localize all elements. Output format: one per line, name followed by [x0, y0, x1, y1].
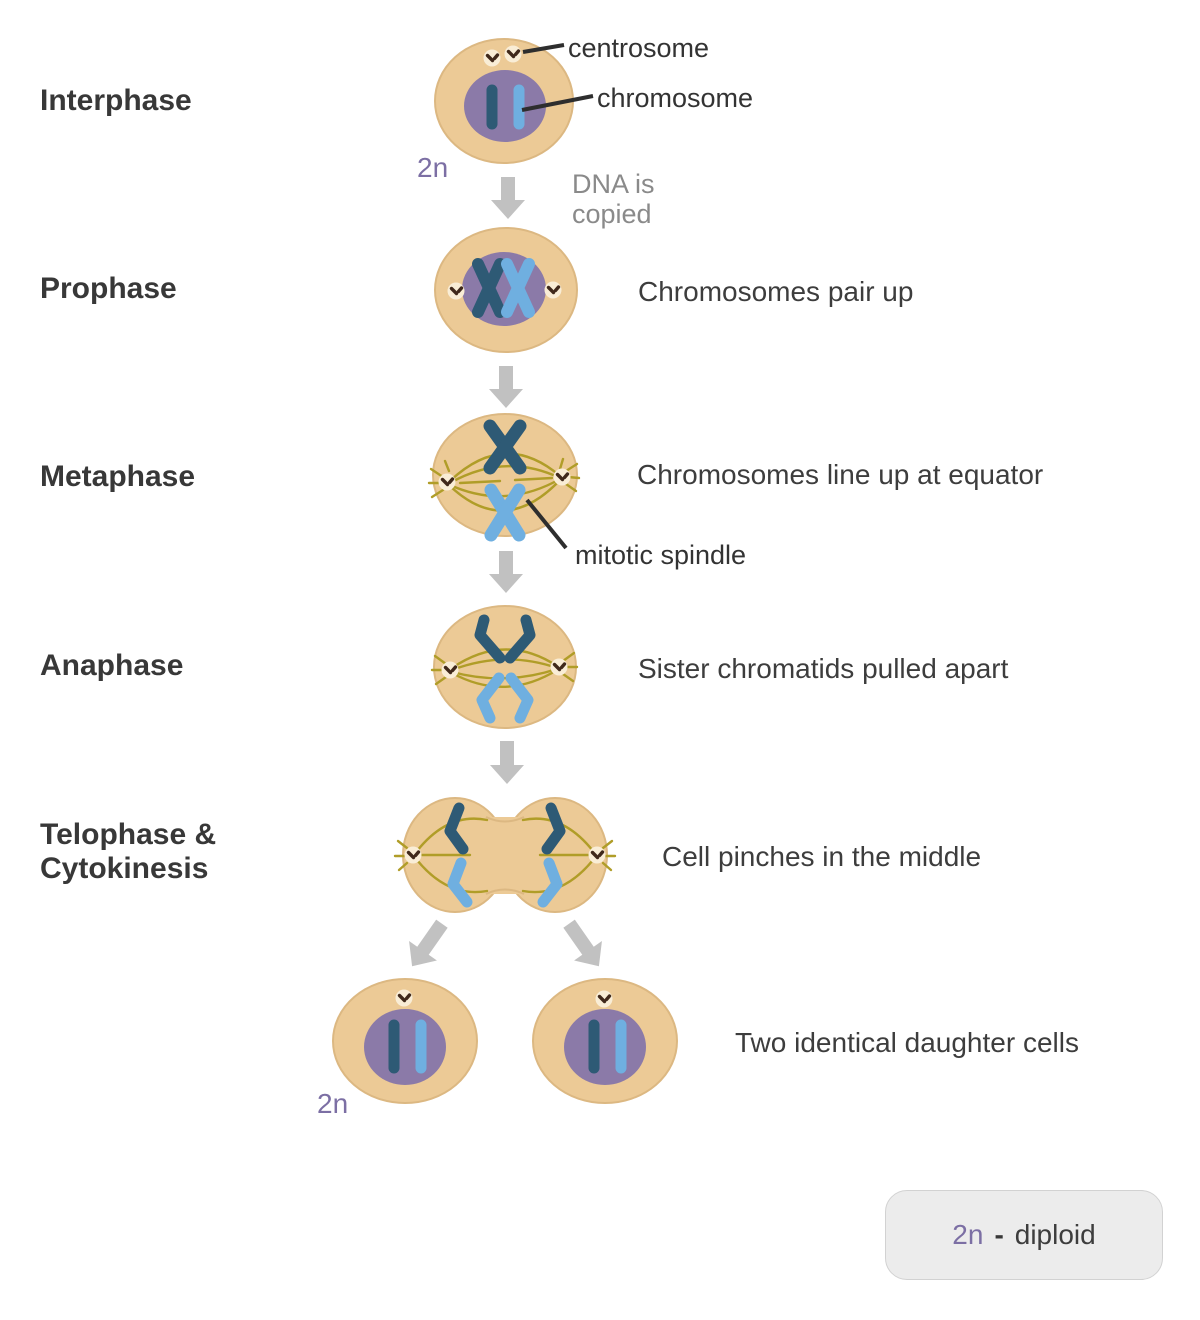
chromatid-dark: [504, 614, 536, 664]
centrosome-icon: [586, 844, 608, 866]
centrosome-icon: [502, 43, 524, 65]
chromosome-light: [501, 258, 535, 318]
chromosome-light: [484, 483, 526, 542]
nucleus: [564, 1009, 646, 1085]
dna-copied-line1: DNA is: [572, 169, 655, 199]
dna-copied-line2: copied: [572, 199, 652, 229]
legend-term: diploid: [1014, 1219, 1096, 1250]
cleavage-furrow: [487, 817, 523, 894]
centrosome-icon: [439, 659, 461, 681]
chromatid-dark: [444, 802, 469, 855]
stage-label-anaphase: Anaphase: [40, 649, 184, 682]
chromosome-dark: [472, 258, 506, 318]
cleavage-furrow: [485, 816, 525, 823]
stage-label-interphase: Interphase: [40, 84, 192, 117]
aster-rays: [393, 839, 617, 872]
chromatid-dark: [541, 802, 566, 855]
cleavage-furrow: [485, 888, 525, 895]
chromatid-light: [505, 672, 534, 724]
chromatid-dark: [474, 614, 506, 664]
daughter-cell-left-illustration: [332, 978, 478, 1104]
centrosome-icon: [548, 656, 570, 678]
cell-membrane: [432, 413, 578, 537]
description-anaphase: Sister chromatids pulled apart: [638, 653, 1009, 684]
ploidy-label-bottom: 2n: [317, 1088, 349, 1119]
telophase-cell-illustration: [393, 797, 617, 913]
centrosome-icon: [542, 279, 564, 301]
stage-label-telophase-line2: Cytokinesis: [40, 852, 209, 885]
description-prophase: Chromosomes pair up: [638, 276, 914, 307]
legend-symbol: 2n: [952, 1219, 984, 1250]
down-arrow-icon: [489, 551, 523, 593]
description-daughter-cells: Two identical daughter cells: [735, 1027, 1079, 1058]
prophase-cell-illustration: [434, 227, 578, 353]
metaphase-cell-illustration: [427, 413, 581, 542]
down-arrow-icon: [489, 366, 523, 408]
chromatid-light: [447, 857, 473, 908]
description-telophase: Cell pinches in the middle: [662, 841, 982, 872]
ploidy-label-top: 2n: [417, 152, 449, 183]
daughter-cell-right-illustration: [532, 978, 678, 1104]
centrosome-icon: [436, 471, 458, 493]
stage-label-telophase: Telophase & Cytokinesis: [40, 818, 216, 886]
centrosome-icon: [593, 988, 615, 1010]
stage-label-prophase: Prophase: [40, 272, 177, 305]
stage-label-metaphase: Metaphase: [40, 460, 196, 493]
centrosome-icon: [402, 844, 424, 866]
chromatid-light: [537, 857, 563, 908]
anaphase-cell-illustration: [430, 605, 579, 729]
description-metaphase: Chromosomes line up at equator: [637, 459, 1044, 490]
chromatid-light: [476, 672, 505, 724]
chromosome-annotation: chromosome: [597, 83, 754, 113]
legend-separator: -: [994, 1219, 1004, 1250]
centrosome-icon: [481, 47, 503, 69]
mitotic-spindle-pointer-line: [525, 498, 568, 550]
nucleus: [464, 70, 546, 142]
legend-box: 2n - diploid: [885, 1190, 1163, 1280]
centrosome-icon: [393, 987, 415, 1009]
interphase-cell-illustration: [434, 38, 574, 164]
diagonal-arrow-right-icon: [563, 919, 602, 967]
mitotic-spindle-annotation: mitotic spindle: [575, 540, 747, 570]
diagonal-arrow-left-icon: [409, 919, 448, 967]
centrosome-annotation: centrosome: [568, 33, 710, 63]
down-arrow-icon: [490, 741, 524, 784]
stage-label-telophase-line1: Telophase &: [40, 818, 217, 851]
centrosome-pointer-line: [522, 43, 565, 54]
nucleus: [364, 1009, 446, 1085]
chromosome-dark: [483, 419, 527, 475]
down-arrow-icon: [491, 177, 525, 219]
chromosome-pointer-line: [521, 94, 594, 112]
centrosome-icon: [445, 280, 467, 302]
centrosome-icon: [551, 466, 573, 488]
dna-copied-annotation: DNA is copied: [572, 169, 655, 229]
